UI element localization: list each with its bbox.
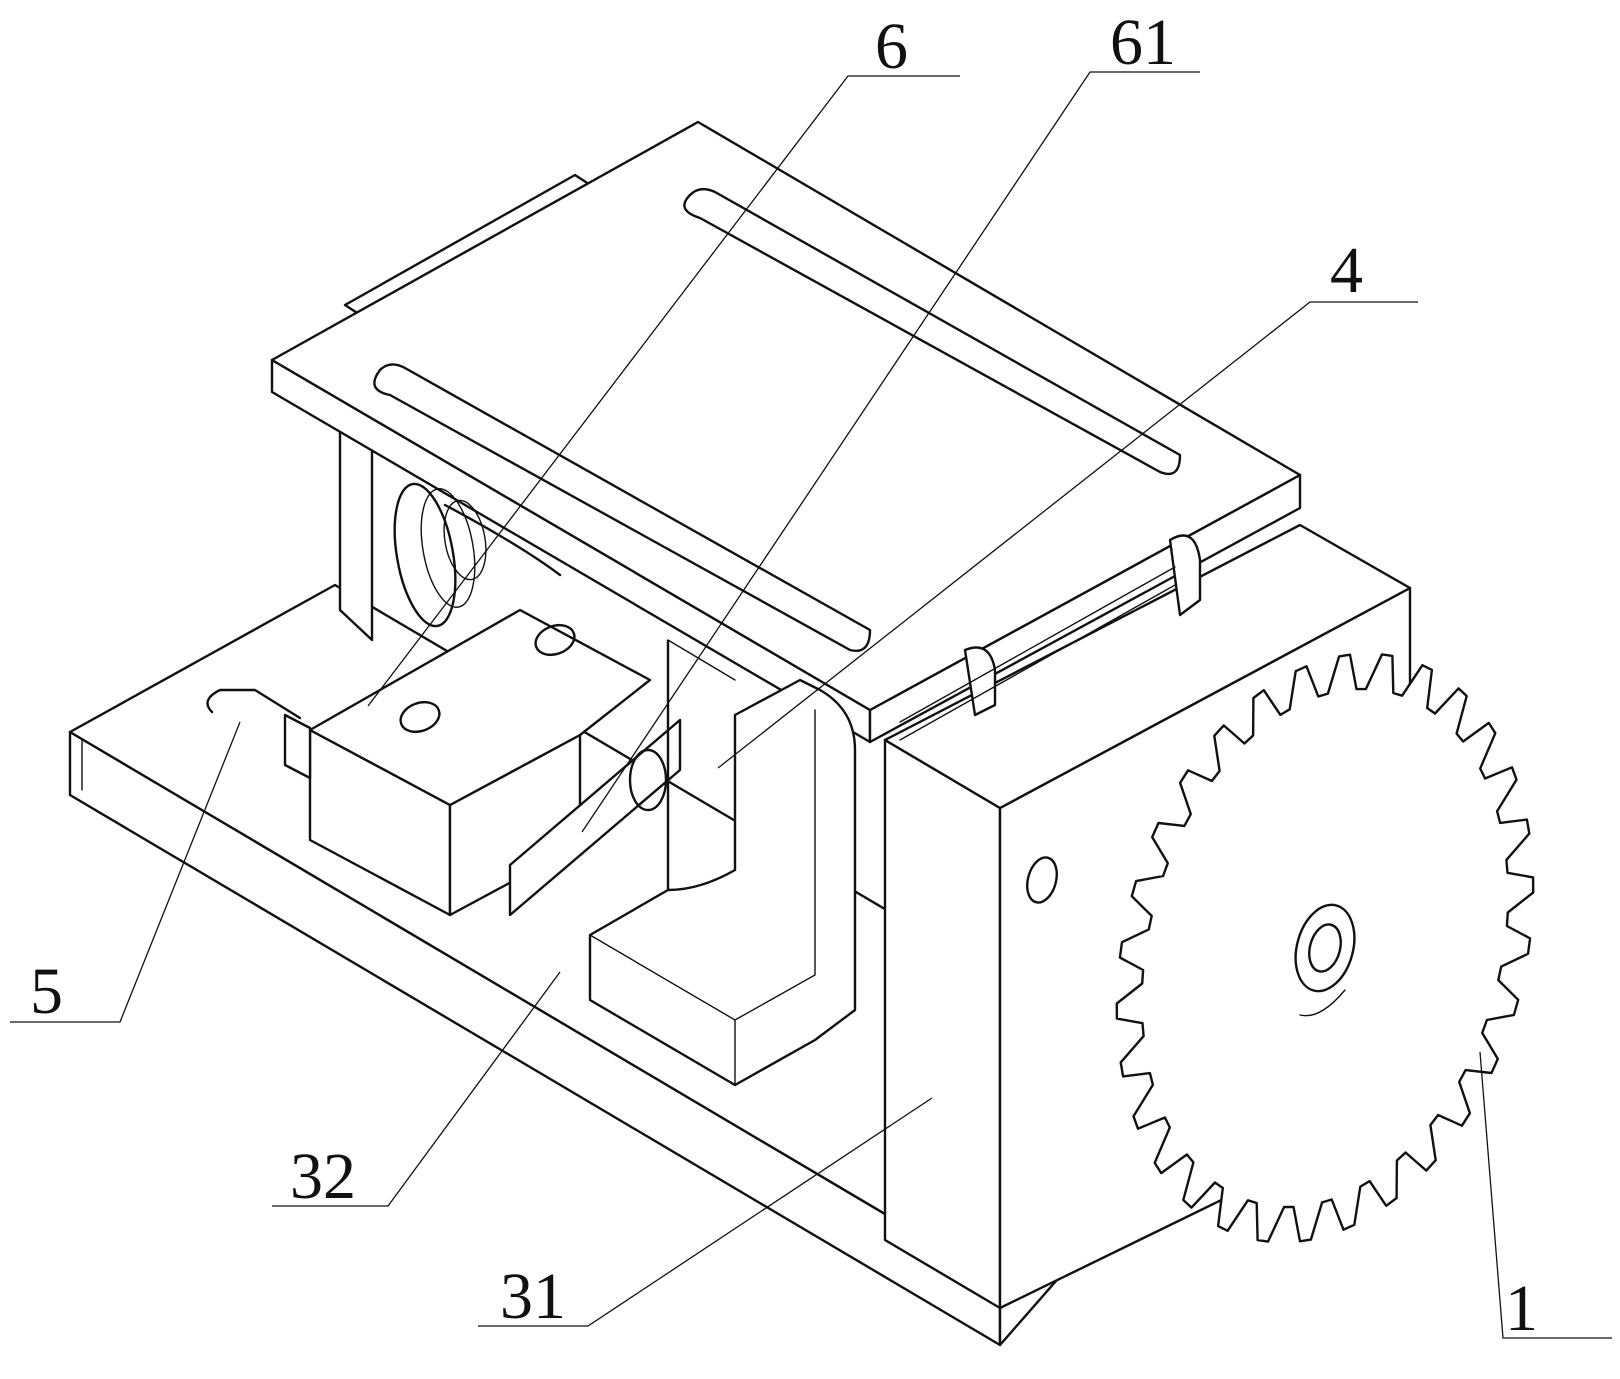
label-5: 5 <box>30 955 63 1028</box>
label-61: 61 <box>1110 6 1176 79</box>
label-32: 32 <box>290 1140 356 1213</box>
label-6: 6 <box>875 10 908 83</box>
label-4: 4 <box>1330 234 1363 307</box>
label-31: 31 <box>500 1260 566 1333</box>
label-1: 1 <box>1505 1272 1538 1345</box>
